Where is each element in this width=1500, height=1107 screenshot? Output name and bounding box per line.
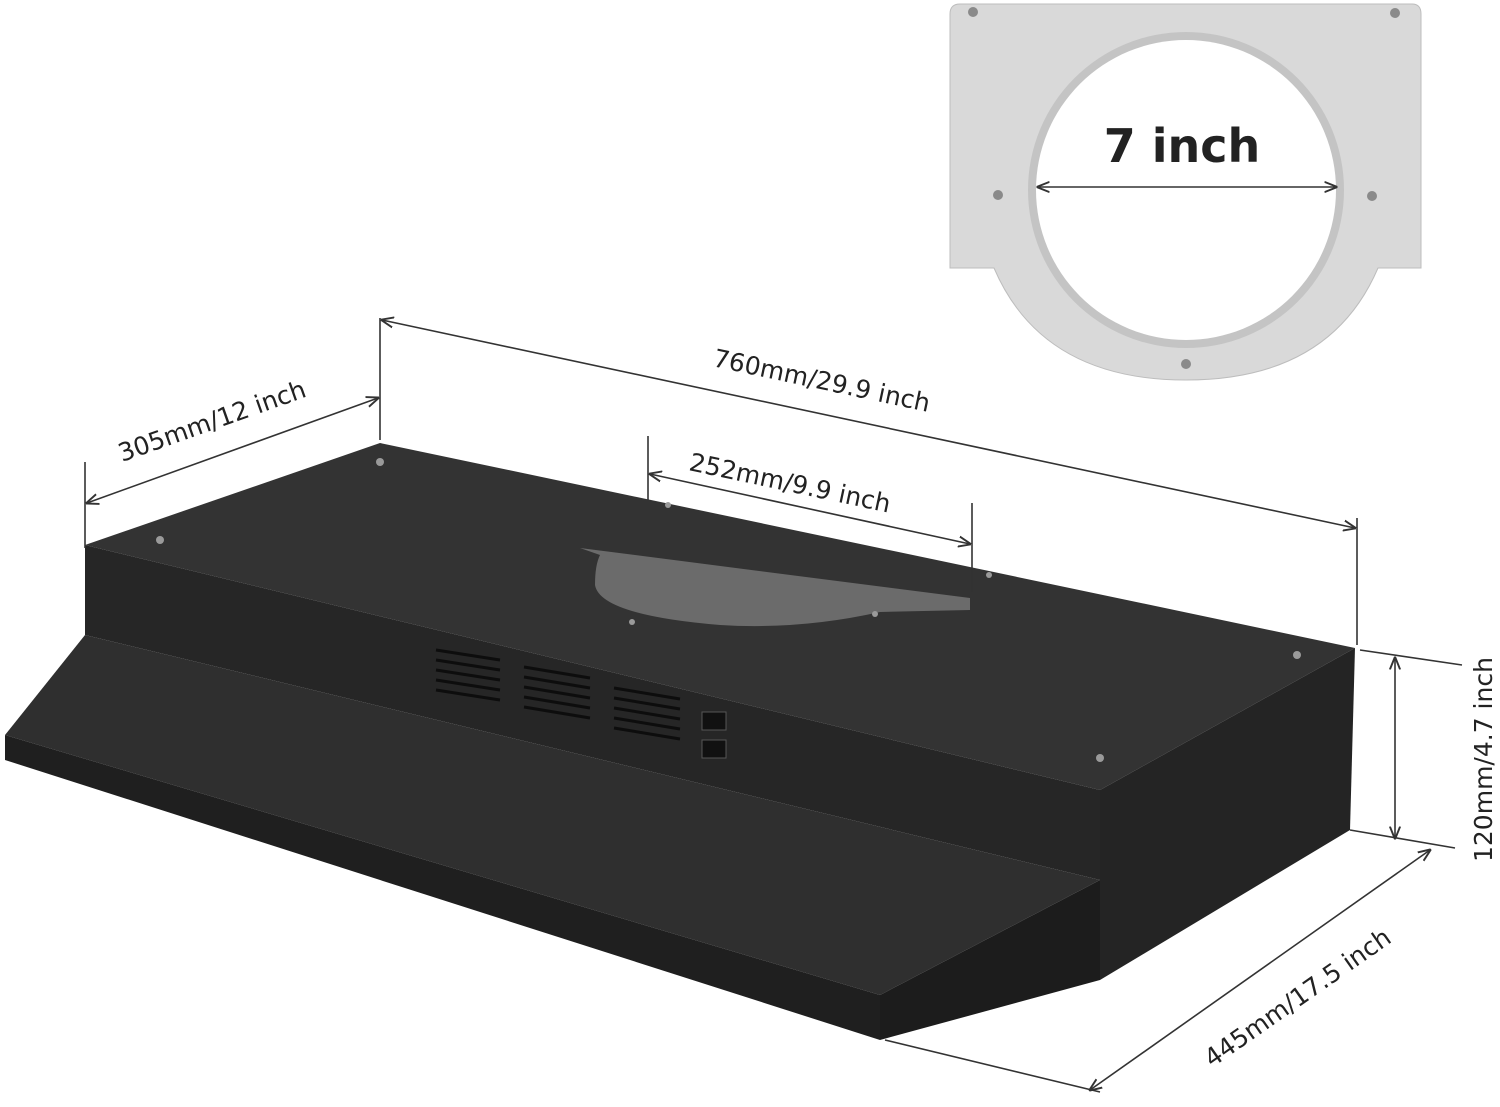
dimension-lines <box>85 318 1463 1093</box>
height-label: 120mm/4.7 inch <box>1469 657 1498 862</box>
duct-diameter-label: 7 inch <box>1104 119 1261 173</box>
vent-slots <box>435 648 681 741</box>
width-label: 760mm/29.9 inch <box>711 344 933 418</box>
hood-front-face <box>85 545 1100 880</box>
duct-width-label: 252mm/9.9 inch <box>687 448 893 519</box>
depth-bottom-label: 445mm/17.5 inch <box>1199 922 1397 1072</box>
hood-front-lip <box>5 735 880 1040</box>
duct-opening <box>1036 40 1336 340</box>
duct-cutout <box>580 548 970 627</box>
range-hood <box>5 443 1355 1040</box>
fan-switch[interactable] <box>701 711 727 731</box>
hood-slope-panel <box>5 635 1100 995</box>
depth-top-label: 305mm/12 inch <box>114 375 309 468</box>
light-switch[interactable] <box>701 739 727 759</box>
duct-adapter-plate: 7 inch <box>949 3 1422 381</box>
